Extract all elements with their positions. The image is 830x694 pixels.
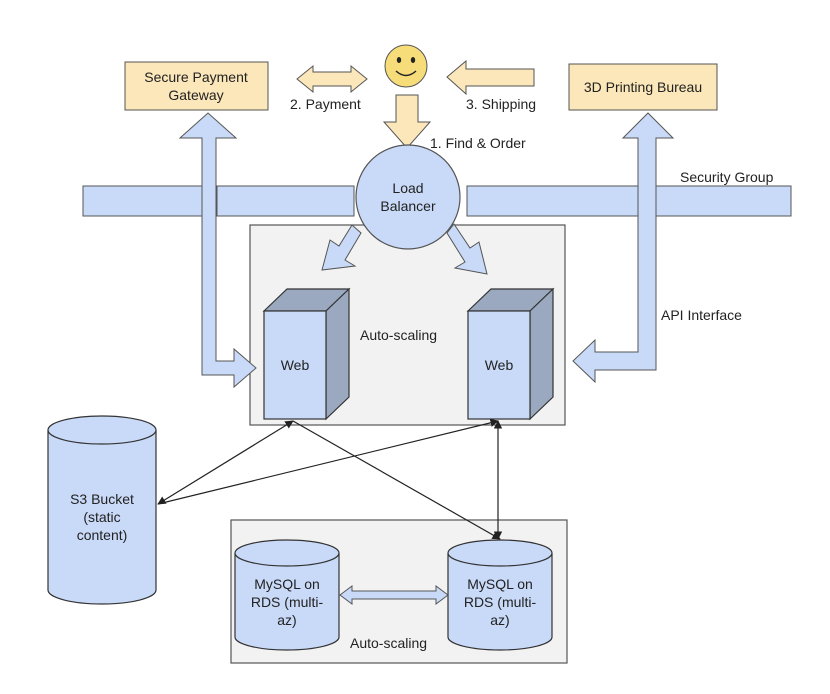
security-group-segment xyxy=(655,185,792,217)
api-interface-label: API Interface xyxy=(661,307,742,323)
secure-payment-gateway-label: Gateway xyxy=(168,87,223,103)
s3-bucket-cylinder xyxy=(47,415,157,605)
payment-api-arrow xyxy=(178,112,257,389)
security-group-band xyxy=(82,185,792,217)
web-server-left xyxy=(262,287,351,421)
web-left-db-connector xyxy=(292,420,501,540)
payment-label: 2. Payment xyxy=(290,96,361,112)
mysql-right-cylinder xyxy=(447,539,553,651)
mysql-left-label: MySQL on xyxy=(254,576,320,592)
shipping-label: 3. Shipping xyxy=(466,96,536,112)
mysql-left-label: RDS (multi- xyxy=(251,594,324,610)
web-server-left-label: Web xyxy=(281,357,310,373)
web-autoscaling-label: Auto-scaling xyxy=(360,327,437,343)
payment-double-arrow xyxy=(296,64,368,94)
security-group-label: Security Group xyxy=(680,169,774,185)
load-balancer-node xyxy=(355,144,461,250)
find-order-label: 1. Find & Order xyxy=(430,135,526,151)
secure-payment-gateway-box xyxy=(124,61,269,111)
mysql-left-label: az) xyxy=(277,612,296,628)
s3-bucket-label: S3 Bucket xyxy=(70,491,134,507)
printing-bureau-box xyxy=(568,63,718,111)
shipping-arrow xyxy=(446,59,535,96)
mysql-left-cylinder xyxy=(234,539,340,651)
web-server-right-label: Web xyxy=(485,357,514,373)
lb-to-web-left-arrow xyxy=(321,224,362,271)
load-balancer-label: Load xyxy=(392,180,423,196)
s3-bucket-label: content) xyxy=(77,527,128,543)
load-balancer-label: Balancer xyxy=(380,198,436,214)
s3-bucket-label: (static xyxy=(83,509,120,525)
db-autoscaling-label: Auto-scaling xyxy=(350,635,427,651)
web-server-right xyxy=(466,287,555,421)
security-group-segment xyxy=(466,185,644,217)
find-order-arrow xyxy=(382,94,432,149)
web-left-s3-connector xyxy=(157,420,294,505)
mysql-right-label: RDS (multi- xyxy=(464,594,537,610)
printing-bureau-label: 3D Printing Bureau xyxy=(584,79,702,95)
secure-payment-gateway-label: Secure Payment xyxy=(144,69,248,85)
mysql-right-label: az) xyxy=(490,612,509,628)
mysql-right-label: MySQL on xyxy=(467,576,533,592)
db-replication-arrow xyxy=(339,585,449,605)
smiley-face-icon xyxy=(384,44,428,88)
printing-api-arrow xyxy=(572,112,675,384)
web-right-s3-connector xyxy=(157,418,499,505)
security-group-segment xyxy=(216,185,355,217)
security-group-segment xyxy=(82,185,207,217)
lb-to-web-right-arrow xyxy=(446,223,488,275)
